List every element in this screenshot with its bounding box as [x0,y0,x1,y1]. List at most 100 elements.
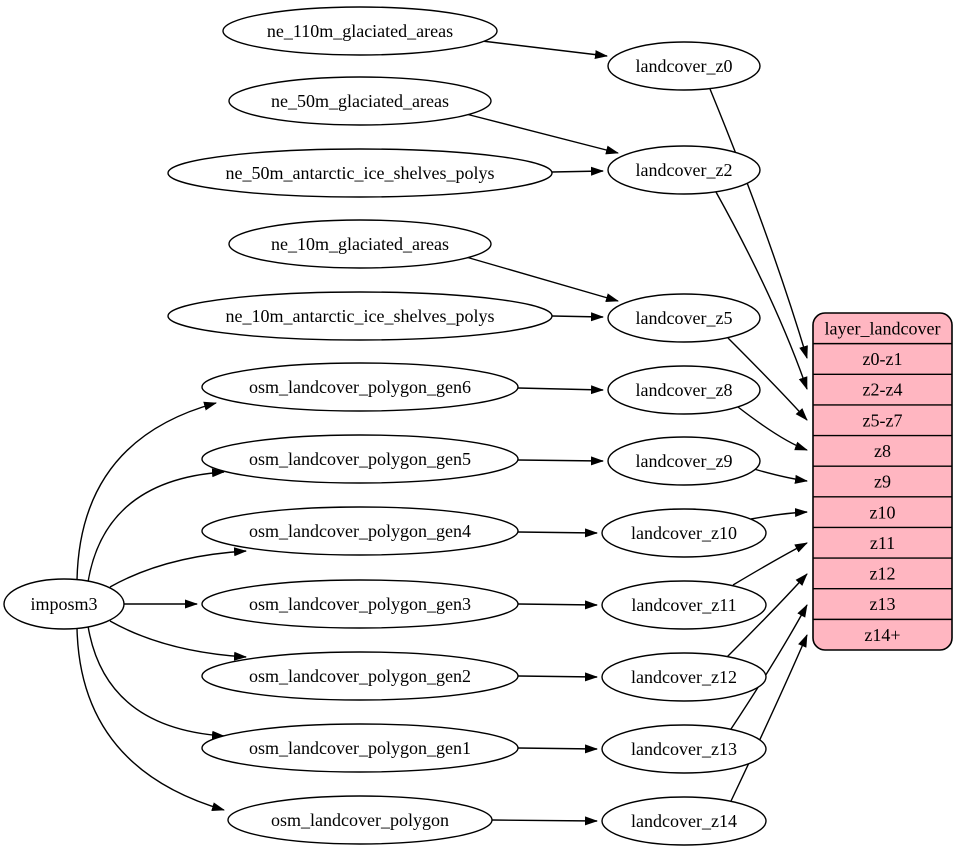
node-ellipse [607,365,761,415]
node-label: landcover_z10 [631,523,737,543]
graph-node-ne_10m_glaciated_areas: ne_10m_glaciated_areas [228,219,492,269]
node-ellipse [228,219,492,269]
edge-osm_landcover_polygon_gen6-to-landcover_z8 [517,385,604,395]
graph-node-landcover_z0: landcover_z0 [607,41,761,91]
node-label: osm_landcover_polygon_gen5 [249,449,471,469]
node-label: imposm3 [30,594,97,614]
node-label: landcover_z11 [631,595,736,615]
table-layer_landcover: layer_landcoverz0-z1z2-z4z5-z7z8z9z10z11… [812,312,953,651]
edge-osm_landcover_polygon_gen5-to-landcover_z9 [517,456,604,466]
node-label: osm_landcover_polygon_gen6 [249,377,471,397]
edge-landcover_z11-to-row-z11 [732,542,808,586]
node-label: osm_landcover_polygon_gen2 [249,666,471,686]
node-ellipse [201,723,519,773]
edge-imposm3-to-osm_landcover_polygon_gen4 [109,547,247,588]
node-ellipse [601,508,767,558]
table-row-label: z8 [874,441,891,461]
node-label: ne_10m_glaciated_areas [271,234,449,254]
graph-node-landcover_z11: landcover_z11 [601,580,767,630]
graph-node-landcover_z14: landcover_z14 [601,796,767,846]
edge-imposm3-to-osm_landcover_polygon_gen2 [109,620,247,661]
node-label: osm_landcover_polygon [271,810,449,830]
node-ellipse [607,41,761,91]
node-label: landcover_z9 [636,451,733,471]
nodes-layer: imposm3 ne_110m_glaciated_areas ne_50m_gla… [3,6,767,846]
node-label: osm_landcover_polygon_gen3 [249,594,471,614]
node-ellipse [601,580,767,630]
edge-osm_landcover_polygon_gen3-to-landcover_z11 [517,600,598,610]
edges-layer [76,40,808,826]
node-ellipse [167,148,553,198]
table-row-label: z9 [874,472,891,492]
edge-imposm3-to-osm_landcover_polygon [76,627,225,811]
node-ellipse [201,506,519,556]
edge-osm_landcover_polygon-to-landcover_z14 [491,816,598,826]
edge-landcover_z10-to-row-z10 [750,508,808,520]
table-title: layer_landcover [825,318,941,338]
graph-node-osm_landcover_polygon_gen2: osm_landcover_polygon_gen2 [201,651,519,701]
node-label: ne_110m_glaciated_areas [267,21,453,41]
edge-imposm3-to-osm_landcover_polygon_gen1 [87,625,225,740]
node-ellipse [201,434,519,484]
node-ellipse [222,6,498,56]
edge-ne_10m_glaciated_areas-to-landcover_z5 [465,256,619,302]
table-frame [812,312,953,651]
edge-landcover_z12-to-row-z12 [726,573,808,658]
node-ellipse [227,795,493,845]
node-label: ne_50m_antarctic_ice_shelves_polys [226,163,495,183]
graph-node-osm_landcover_polygon_gen1: osm_landcover_polygon_gen1 [201,723,519,773]
edge-landcover_z9-to-row-z9 [753,468,808,484]
node-label: landcover_z0 [636,56,733,76]
graph-node-osm_landcover_polygon_gen4: osm_landcover_polygon_gen4 [201,506,519,556]
graph-node-osm_landcover_polygon: osm_landcover_polygon [227,795,493,845]
table-layer: layer_landcoverz0-z1z2-z4z5-z7z8z9z10z11… [812,312,953,651]
node-label: osm_landcover_polygon_gen4 [249,521,471,541]
graph-node-landcover_z2: landcover_z2 [607,145,761,195]
graph-node-landcover_z8: landcover_z8 [607,365,761,415]
node-ellipse [601,724,767,774]
graph-node-osm_landcover_polygon_gen3: osm_landcover_polygon_gen3 [201,579,519,629]
edge-ne_50m_glaciated_areas-to-landcover_z2 [465,113,619,155]
edge-osm_landcover_polygon_gen1-to-landcover_z13 [517,744,598,754]
node-ellipse [167,291,553,341]
edge-osm_landcover_polygon_gen2-to-landcover_z12 [517,672,598,682]
edge-landcover_z14-to-row-z14+ [730,634,808,802]
graph-node-landcover_z5: landcover_z5 [607,293,761,343]
graph-node-ne_50m_glaciated_areas: ne_50m_glaciated_areas [228,76,492,126]
graph-node-osm_landcover_polygon_gen6: osm_landcover_polygon_gen6 [201,362,519,412]
graph-node-ne_110m_glaciated_areas: ne_110m_glaciated_areas [222,6,498,56]
graph-node-landcover_z10: landcover_z10 [601,508,767,558]
node-ellipse [607,436,761,486]
node-ellipse [201,651,519,701]
graph-node-landcover_z13: landcover_z13 [601,724,767,774]
graph-node-landcover_z12: landcover_z12 [601,652,767,702]
node-ellipse [601,652,767,702]
node-ellipse [601,796,767,846]
edge-landcover_z8-to-row-z8 [737,406,808,451]
node-ellipse [201,362,519,412]
node-label: landcover_z13 [631,739,737,759]
table-row-label: z11 [870,533,895,553]
table-row-label: z14+ [864,625,900,645]
edge-ne_50m_antarctic_ice_shelves_polys-to-landcover_z2 [551,166,604,176]
edge-landcover_z5-to-row-z5-z7 [727,337,808,421]
node-label: landcover_z12 [631,667,737,687]
edge-osm_landcover_polygon_gen4-to-landcover_z10 [517,528,598,538]
node-label: landcover_z14 [631,811,737,831]
edge-landcover_z0-to-row-z0-z1 [709,88,808,359]
edge-imposm3-to-osm_landcover_polygon_gen5 [87,468,225,583]
node-label: landcover_z8 [636,380,733,400]
table-row-label: z10 [870,502,896,522]
graph-node-ne_10m_antarctic_ice_shelves_polys: ne_10m_antarctic_ice_shelves_polys [167,291,553,341]
edge-landcover_z2-to-row-z2-z4 [715,191,808,390]
table-row-label: z5-z7 [863,410,903,430]
edge-ne_10m_antarctic_ice_shelves_polys-to-landcover_z5 [551,312,604,322]
graph-node-landcover_z9: landcover_z9 [607,436,761,486]
node-label: ne_10m_antarctic_ice_shelves_polys [226,306,495,326]
node-ellipse [3,578,125,630]
node-ellipse [201,579,519,629]
node-label: landcover_z5 [636,308,733,328]
node-label: landcover_z2 [636,160,733,180]
edge-ne_110m_glaciated_areas-to-landcover_z0 [481,40,608,60]
